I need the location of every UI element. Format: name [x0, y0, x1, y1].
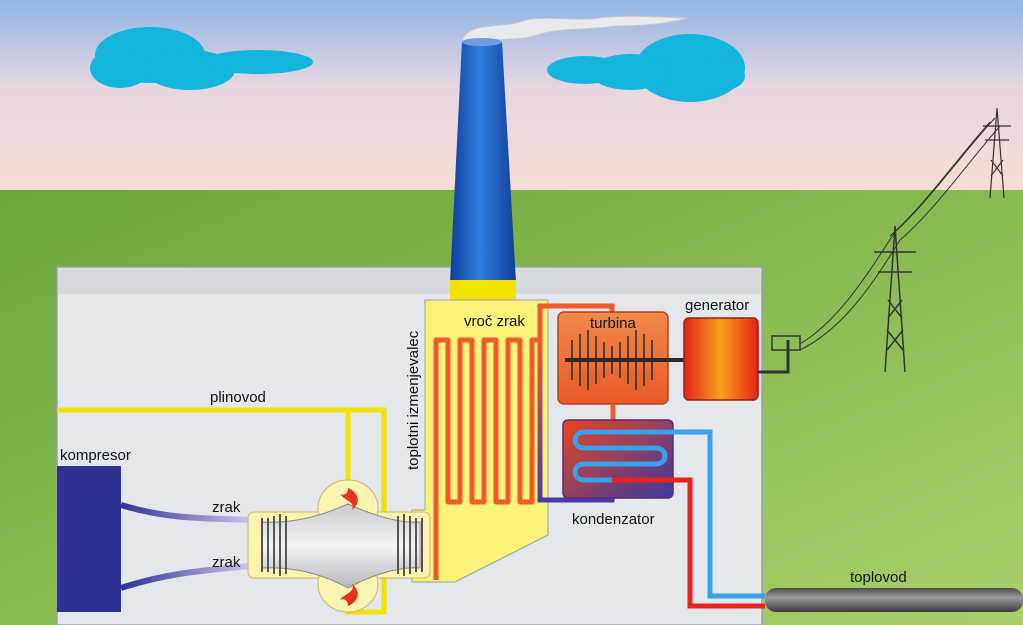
- district-heating-label: toplovod: [850, 569, 907, 586]
- generator: [683, 317, 759, 401]
- air-upper-label: zrak: [212, 499, 241, 516]
- district-heating-pipe: [765, 588, 1023, 612]
- power-pylon-icon: [983, 107, 1011, 199]
- air-lower-label: zrak: [212, 554, 241, 571]
- heat-exchanger-body: [411, 299, 549, 583]
- heat-exchanger-label: toplotni izmenjevalec: [405, 330, 422, 470]
- cloud-icon: [90, 27, 313, 90]
- generator-label: generator: [685, 297, 749, 314]
- flame-icon: [340, 584, 358, 606]
- gas-pipeline-label: plinovod: [210, 389, 266, 406]
- hot-water-line: [612, 477, 765, 609]
- compressor: [57, 466, 121, 612]
- building-roof: [58, 268, 761, 294]
- hot-air-label: vroč zrak: [464, 313, 525, 330]
- connector: [771, 335, 801, 351]
- air-duct-lower: [120, 563, 251, 591]
- cloud-icon: [547, 34, 745, 102]
- power-pylon-icon: [874, 225, 916, 373]
- chimney-icon: [450, 42, 516, 282]
- condenser-label: kondenzator: [572, 511, 655, 528]
- flame-icon: [340, 488, 358, 510]
- power-lines: [799, 117, 1001, 351]
- compressor-label: kompresor: [60, 447, 131, 464]
- chimney-top: [462, 38, 502, 46]
- smoke: [461, 15, 689, 45]
- condenser-coil: [572, 429, 672, 483]
- heat-exchanger-coil: [433, 337, 540, 512]
- air-duct-upper: [120, 502, 251, 523]
- cold-water-line: [672, 429, 765, 599]
- chimney-base: [450, 280, 516, 302]
- turbine-label: turbina: [590, 315, 637, 332]
- gas-turbine-engine: [247, 479, 431, 613]
